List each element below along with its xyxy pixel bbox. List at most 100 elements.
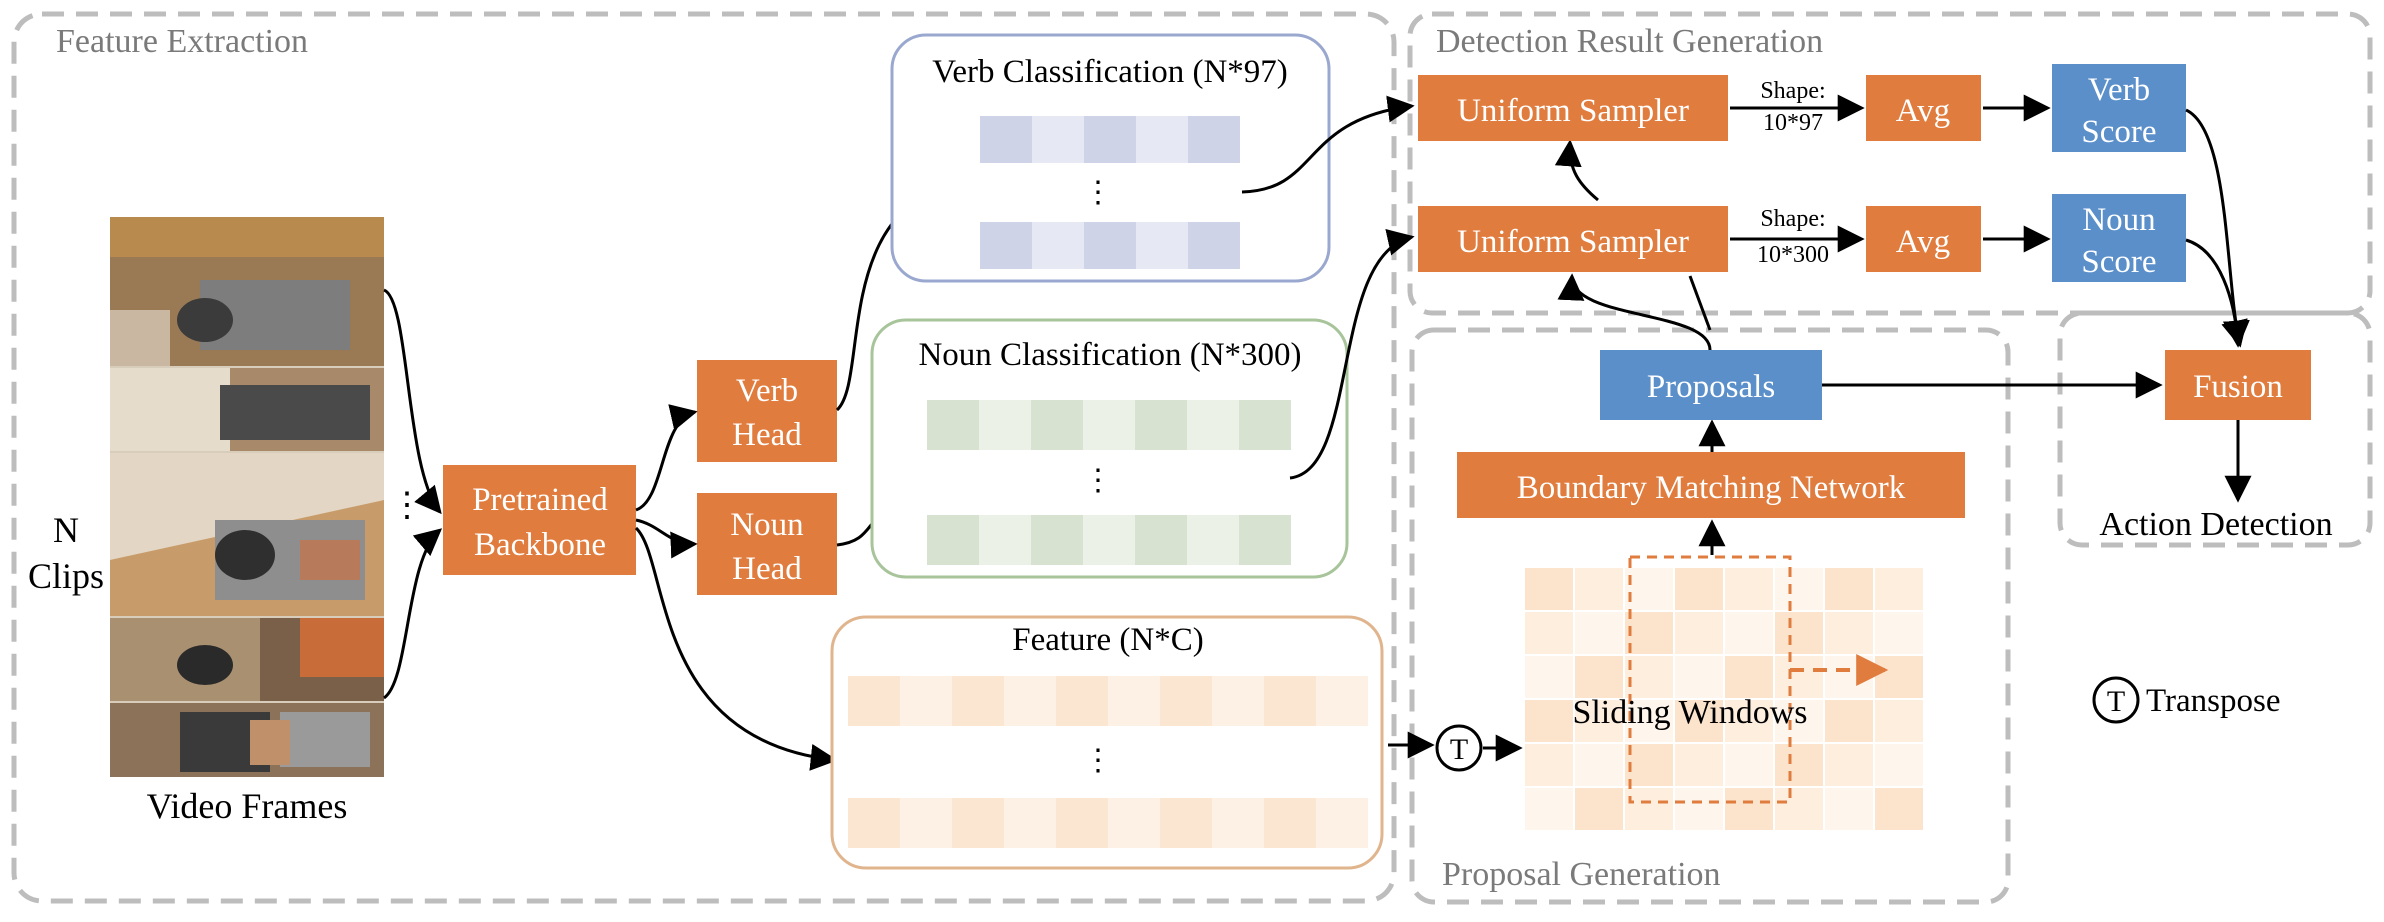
boundary-matching-network-node — [1457, 452, 1965, 518]
noun-panel-ellipsis: ⋮ — [1083, 464, 1113, 497]
sliding-window-cell — [1775, 612, 1823, 654]
arrow-noun-sampler-to-verb-sampler — [1554, 139, 1599, 202]
sliding-window-cell — [1525, 788, 1573, 830]
proposals-label: Proposals — [1647, 369, 1775, 405]
sliding-windows-grid — [1525, 568, 1923, 830]
sliding-window-cell — [1775, 788, 1823, 830]
noun-score-row-bottom — [927, 515, 1291, 565]
sliding-window-cell — [1775, 568, 1823, 610]
arrow-backbone-to-noun-head — [635, 518, 698, 559]
fusion-node — [2165, 350, 2311, 420]
sliding-window-cell — [1725, 744, 1773, 786]
sliding-window-cell — [1525, 744, 1573, 786]
sliding-window-cell — [1575, 568, 1623, 610]
noun-head-node — [697, 493, 837, 595]
sliding-window-cell — [1775, 744, 1823, 786]
feature-row-top — [848, 676, 1368, 726]
sliding-window-cell — [1725, 612, 1773, 654]
verb-head-label-line1: Verb — [736, 373, 798, 409]
video-frames-label: Video Frames — [147, 786, 348, 826]
sliding-window-cell — [1675, 568, 1723, 610]
verb-shape-value: 10*97 — [1763, 110, 1823, 136]
noun-score-label-line1: Noun — [2082, 202, 2155, 238]
feature-panel-title: Feature (N*C) — [1012, 622, 1204, 658]
transpose-symbol: T — [1450, 733, 1468, 766]
arrow-noun-score-to-fusion — [2185, 238, 2250, 348]
verb-score-label-line2: Score — [2081, 114, 2156, 150]
sliding-window-cell — [1875, 744, 1923, 786]
verb-shape-caption: Shape: — [1760, 78, 1825, 104]
sliding-window-cell — [1725, 656, 1773, 698]
backbone-label-line1: Pretrained — [472, 482, 608, 518]
sliding-window-cell — [1575, 612, 1623, 654]
verb-panel-ellipsis: ⋮ — [1083, 176, 1113, 209]
feature-extraction-section — [11, 11, 1397, 904]
sliding-window-cell — [1675, 700, 1723, 742]
arrow-noun-panel-to-sampler — [1289, 229, 1415, 480]
frames-ellipsis: ⋮ — [390, 487, 424, 524]
sliding-window-cell — [1825, 700, 1873, 742]
sliding-window-cell — [1875, 568, 1923, 610]
feature-panel-ellipsis: ⋮ — [1083, 744, 1113, 777]
sliding-window-cell — [1525, 656, 1573, 698]
noun-score-label-line2: Score — [2081, 244, 2156, 280]
noun-score-node — [2052, 194, 2186, 282]
sliding-window-cell — [1625, 700, 1673, 742]
noun-classification-title: Noun Classification (N*300) — [918, 337, 1301, 373]
noun-head-label-line2: Head — [732, 551, 802, 587]
sliding-window-cell — [1675, 656, 1723, 698]
action-detection-section — [2057, 310, 2373, 548]
detection-result-section — [1407, 11, 2373, 316]
sliding-window-cell — [1525, 700, 1573, 742]
sliding-window-cell — [1725, 788, 1773, 830]
detection-result-title: Detection Result Generation — [1436, 23, 1823, 60]
sliding-window-cell — [1625, 612, 1673, 654]
sliding-window-cell — [1625, 656, 1673, 698]
video-frames-image — [110, 217, 384, 777]
sliding-window-cell — [1825, 788, 1873, 830]
proposal-generation-title: Proposal Generation — [1442, 856, 1721, 893]
arrow-frames-bottom-to-backbone — [383, 528, 443, 700]
proposals-node — [1600, 350, 1822, 420]
verb-score-row-top — [980, 116, 1240, 163]
feature-row-bottom — [848, 798, 1368, 848]
noun-score-row-top — [927, 400, 1291, 450]
uniform-sampler-verb-node — [1418, 75, 1728, 141]
verb-head-node — [697, 360, 837, 462]
sliding-window-cell — [1825, 612, 1873, 654]
sliding-window-cell — [1525, 568, 1573, 610]
bmn-label: Boundary Matching Network — [1517, 470, 1906, 506]
sliding-window-cell — [1625, 788, 1673, 830]
sliding-window-cell — [1575, 656, 1623, 698]
uniform-sampler-noun-label: Uniform Sampler — [1457, 224, 1689, 260]
sliding-window-highlight — [1628, 555, 1792, 804]
verb-score-label-line1: Verb — [2088, 72, 2150, 108]
clips-label-line1: N — [53, 510, 79, 550]
sliding-window-cell — [1875, 612, 1923, 654]
sliding-window-cell — [1575, 744, 1623, 786]
transpose-circle-icon — [1435, 724, 1483, 772]
legend-transpose-label: Transpose — [2146, 683, 2280, 719]
sliding-window-cell — [1875, 700, 1923, 742]
clips-label-line2: Clips — [28, 556, 104, 596]
sliding-window-cell — [1775, 656, 1823, 698]
arrow-frames-top-to-backbone — [383, 288, 442, 515]
sliding-window-cell — [1575, 700, 1623, 742]
sliding-window-cell — [1625, 744, 1673, 786]
avg-verb-label: Avg — [1896, 93, 1950, 129]
sliding-window-cell — [1725, 700, 1773, 742]
arrow-verb-panel-to-sampler — [1241, 95, 1415, 194]
sliding-window-cell — [1625, 568, 1673, 610]
verb-classification-title: Verb Classification (N*97) — [932, 54, 1288, 90]
sliding-window-cell — [1825, 744, 1873, 786]
backbone-label-line2: Backbone — [474, 527, 606, 563]
noun-head-label-line1: Noun — [730, 507, 803, 543]
verb-head-label-line2: Head — [732, 417, 802, 453]
sliding-window-cell — [1775, 700, 1823, 742]
sliding-window-cell — [1675, 788, 1723, 830]
sliding-window-cell — [1825, 568, 1873, 610]
legend-transpose-icon — [2092, 676, 2140, 724]
action-detection-label: Action Detection — [2099, 506, 2332, 543]
sliding-window-cell — [1825, 656, 1873, 698]
